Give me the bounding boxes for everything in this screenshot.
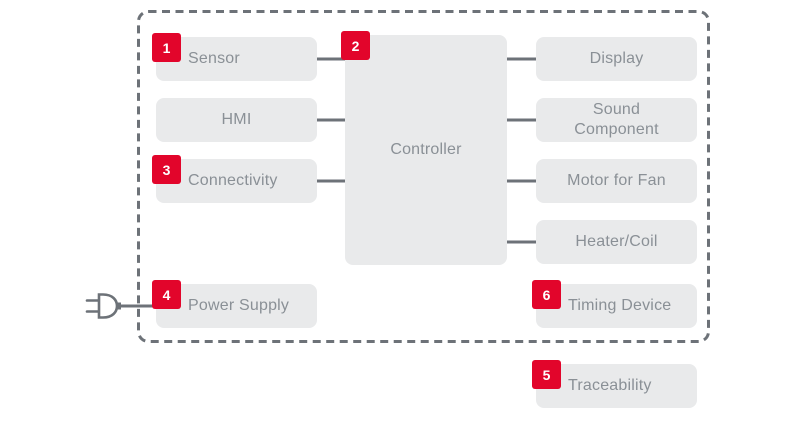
block-timing-device-label: Timing Device [568, 297, 672, 314]
block-traceability-label: Traceability [568, 377, 652, 394]
block-hmi: HMI [156, 98, 317, 142]
block-power-supply-label: Power Supply [188, 297, 290, 314]
badge-4-power-supply[interactable]: 4 [152, 280, 181, 309]
block-display-label: Display [589, 50, 644, 67]
badge-1-sensor[interactable]: 1 [152, 33, 181, 62]
block-motor-for-fan-label: Motor for Fan [567, 172, 666, 189]
block-traceability: Traceability [536, 364, 697, 408]
badge-2-controller[interactable]: 2 [341, 31, 370, 60]
block-controller: Controller [345, 35, 507, 265]
block-connectivity: Connectivity [156, 159, 317, 203]
block-motor-for-fan: Motor for Fan [536, 159, 697, 203]
badge-3-connectivity[interactable]: 3 [152, 155, 181, 184]
system-boundary-dashed-border [137, 10, 710, 343]
block-controller-label: Controller [390, 141, 462, 158]
block-power-supply: Power Supply [156, 284, 317, 328]
badge-5-traceability[interactable]: 5 [532, 360, 561, 389]
block-display: Display [536, 37, 697, 81]
block-sensor: Sensor [156, 37, 317, 81]
badge-6-timing-device[interactable]: 6 [532, 280, 561, 309]
block-sound-component-label: Sound Component [574, 101, 659, 138]
block-sound-component: Sound Component [536, 98, 697, 142]
power-plug-icon [85, 293, 121, 319]
block-hmi-label: HMI [221, 111, 252, 128]
block-timing-device: Timing Device [536, 284, 697, 328]
block-heater-coil-label: Heater/Coil [575, 233, 658, 250]
block-sensor-label: Sensor [188, 50, 240, 67]
block-connectivity-label: Connectivity [188, 172, 278, 189]
block-heater-coil: Heater/Coil [536, 220, 697, 264]
